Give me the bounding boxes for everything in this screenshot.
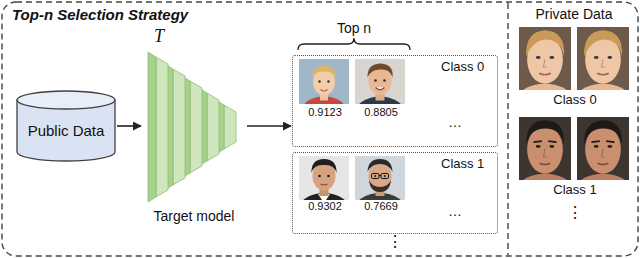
cylinder-top: [17, 91, 115, 109]
face-image: [299, 57, 349, 125]
class-label: Class 0: [441, 60, 484, 75]
flow-arrow: [247, 125, 291, 127]
group-heading: Top n: [337, 20, 371, 36]
continuation-dots: ⋮: [567, 204, 583, 222]
layer-stack: [142, 26, 246, 226]
face-image: [355, 153, 405, 225]
node-label: Target model: [154, 208, 235, 224]
private-face-images: [519, 27, 630, 199]
class-label: Class 1: [553, 183, 596, 198]
class-group-box: 0.9123 0.8805 Class 0 …: [292, 55, 498, 147]
model-block: T Target model: [142, 26, 246, 226]
model-symbol: T: [154, 26, 164, 47]
outer-frame: [2, 2, 638, 256]
ellipsis: …: [448, 114, 462, 130]
class-label: Class 1: [441, 157, 484, 172]
top-n-brace: [298, 38, 410, 50]
flow-arrow: [117, 125, 141, 127]
face-image: [355, 57, 405, 127]
score-value: 0.9123: [308, 106, 342, 119]
node-label: Public Data: [28, 122, 105, 139]
public-face-images: [299, 57, 405, 226]
continuation-dots: ⋮: [387, 233, 403, 251]
database-cylinder: Public Data: [16, 90, 116, 162]
separator-line: [507, 3, 508, 255]
score-value: 0.7669: [364, 200, 398, 213]
score-value: 0.9302: [308, 200, 342, 213]
class-label: Class 0: [553, 93, 596, 108]
figure-title: Top-n Selection Strategy: [12, 6, 188, 23]
face-image: [299, 153, 349, 225]
score-value: 0.8805: [364, 106, 398, 119]
layer-slab: [148, 52, 168, 202]
panel-heading: Private Data: [535, 6, 612, 22]
class-group-box: 0.9302 0.7669 Class 1 …: [292, 152, 498, 234]
ellipsis: …: [448, 203, 462, 219]
